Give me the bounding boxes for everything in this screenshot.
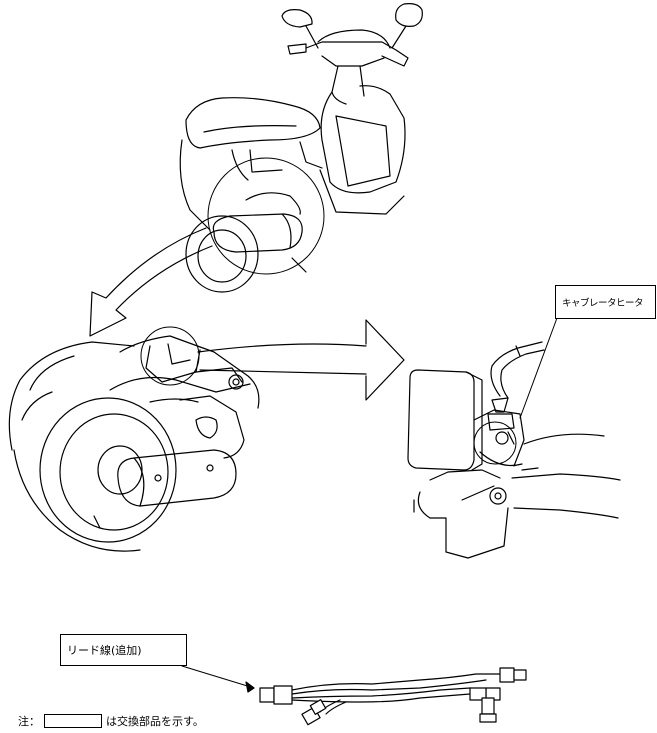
legend-note: 注： は交換部品を示す。	[18, 713, 204, 729]
lead-wire-harness	[181, 665, 527, 726]
engine-detail	[8, 326, 367, 552]
carburetor-heater-label: キャブレータヒータ	[555, 285, 656, 319]
note-suffix: は交換部品を示す。	[106, 715, 204, 728]
zoom-arrow	[365, 319, 405, 401]
note-legend-box	[44, 714, 102, 728]
curved-arrow-down	[89, 227, 213, 337]
carburetor-closeup	[407, 317, 621, 559]
lead-wire-label: リード線(追加)	[60, 634, 187, 666]
scooter-overview	[179, 3, 423, 293]
note-prefix: 注：	[18, 715, 40, 728]
